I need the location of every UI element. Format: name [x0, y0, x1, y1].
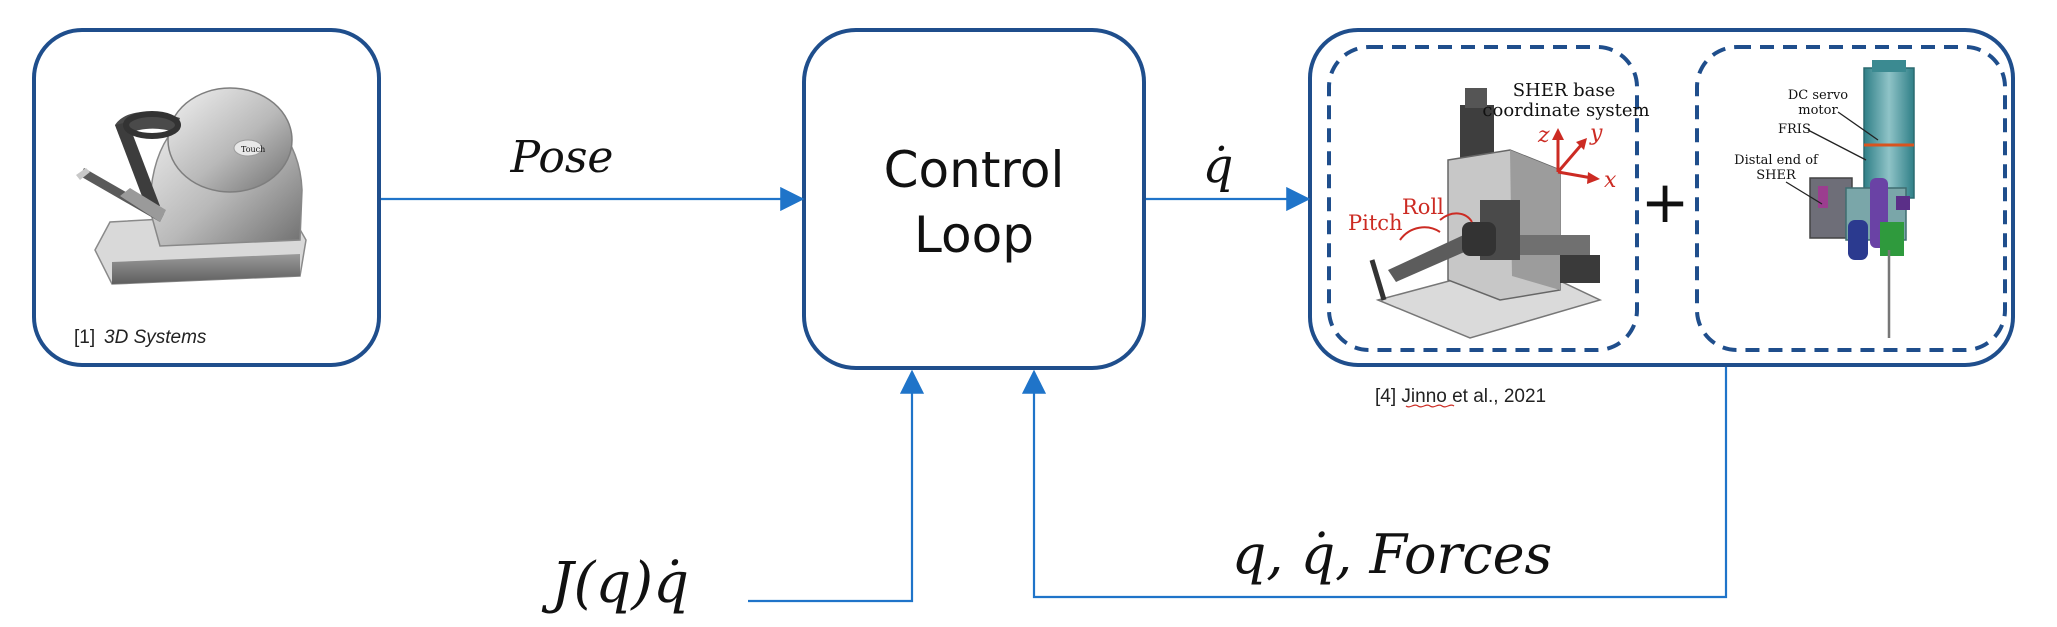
- fris-motor-label-line1: DC servo: [1788, 88, 1848, 103]
- distal-label-line1: Distal end of: [1734, 153, 1819, 168]
- control-loop-label-line2: Loop: [914, 206, 1034, 264]
- plus-sign: +: [1641, 168, 1690, 236]
- fris-label: FRIS: [1778, 122, 1811, 137]
- sher-robot-image: [1369, 88, 1603, 339]
- spellcheck-underline: [1405, 404, 1455, 408]
- edge-qdot: q̇: [1146, 138, 1311, 212]
- axis-y-label: y: [1589, 121, 1603, 146]
- jacobian-label: J(q)q̇: [541, 551, 689, 616]
- fris-motor-label-line2: motor: [1798, 103, 1838, 118]
- control-loop-box: Control Loop: [802, 28, 1146, 370]
- feedback-label: q, q̇, Forces: [1232, 523, 1553, 586]
- robot-citation: [4] Jinno et al., 2021: [1375, 386, 1546, 407]
- haptic-citation-number: [1]: [74, 327, 95, 348]
- axis-x-label: x: [1604, 168, 1617, 193]
- edge-pose: Pose: [381, 132, 805, 212]
- roll-label: Roll: [1402, 195, 1444, 219]
- haptic-device-image: Touch: [76, 87, 307, 285]
- edge-feedback: q, q̇, Forces: [1021, 367, 1728, 599]
- edge-jacobian: J(q)q̇: [541, 369, 925, 616]
- fris-tool-image: [1809, 60, 1915, 338]
- sher-title-line2: coordinate system: [1482, 100, 1649, 121]
- haptic-citation-source: 3D Systems: [104, 327, 207, 348]
- pose-label: Pose: [510, 132, 614, 183]
- qdot-label: q̇: [1203, 138, 1234, 194]
- pitch-label: Pitch: [1348, 211, 1403, 235]
- axis-z-label: z: [1537, 123, 1550, 148]
- haptic-brand-label: Touch: [241, 145, 265, 154]
- sher-coordinate-frame: z y x: [1537, 121, 1617, 193]
- distal-label-line2: SHER: [1756, 168, 1797, 183]
- sher-panel: z y x SHER base coordinate system Pitch …: [1327, 45, 1650, 352]
- control-loop-label-line1: Control: [884, 141, 1065, 199]
- sher-title-line1: SHER base: [1513, 80, 1616, 101]
- fris-panel: DC servo motor FRIS Distal end of SHER: [1695, 45, 2007, 352]
- haptic-device-box: Touch [1] 3D Systems: [32, 28, 381, 367]
- robot-box: z y x SHER base coordinate system Pitch …: [1308, 28, 2015, 408]
